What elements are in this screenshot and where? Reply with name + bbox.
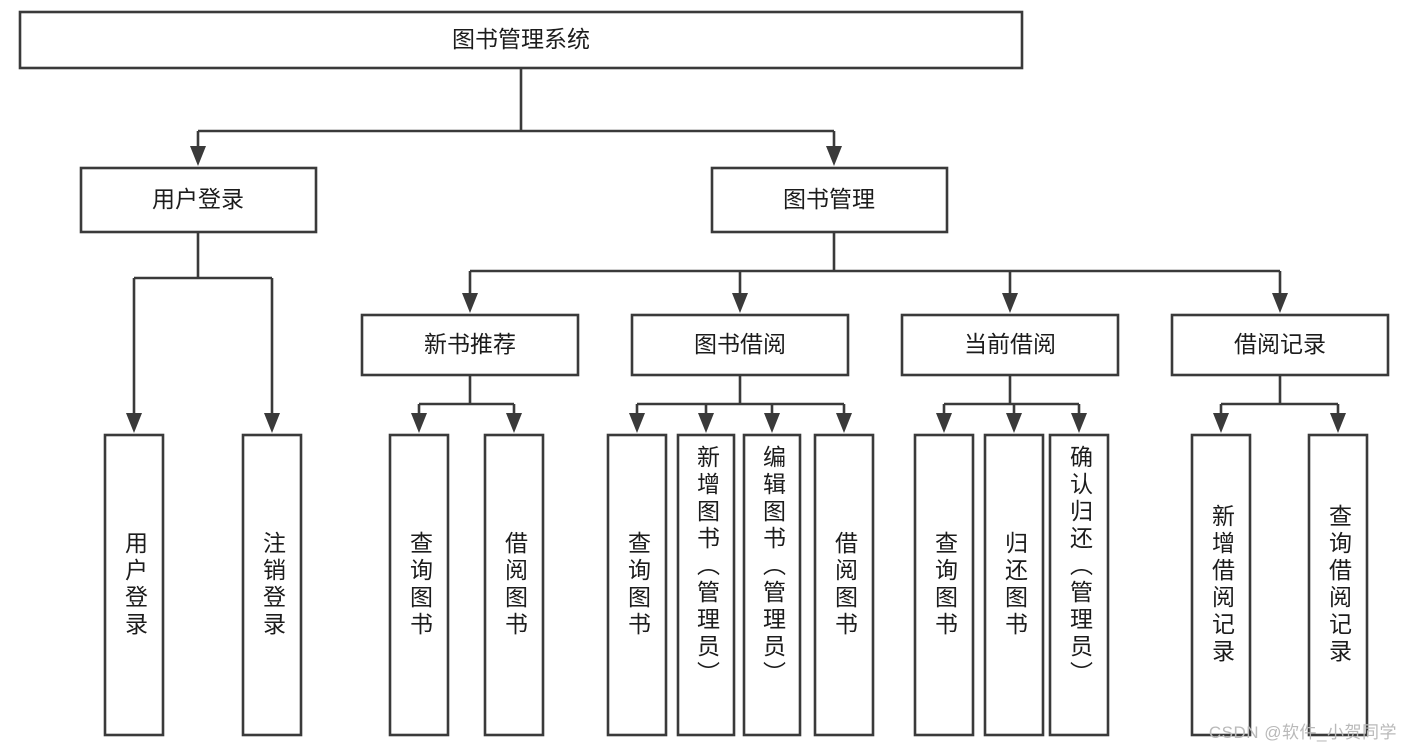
node-layer: 图书管理系统 用户登录 图书管理 新书推荐 图书借阅 当前借阅 借阅记录 <box>18 10 1390 737</box>
arrowhead-leaf-3 <box>411 413 427 433</box>
node-borrow-record-label: 借阅记录 <box>1234 331 1326 357</box>
arrowhead-leaf-8 <box>836 413 852 433</box>
arrowhead-leaf-6 <box>698 413 714 433</box>
node-current-borrow-label: 当前借阅 <box>964 331 1056 357</box>
arrowhead-leaf-7 <box>764 413 780 433</box>
node-user-login[interactable] <box>79 166 318 234</box>
node-book-borrow[interactable] <box>630 313 850 377</box>
arrowhead-leaf-9 <box>936 413 952 433</box>
leaf-box-9[interactable] <box>913 433 975 737</box>
node-book-management[interactable] <box>710 166 949 234</box>
arrowhead-leaf-4 <box>506 413 522 433</box>
arrowhead-leaf-10 <box>1006 413 1022 433</box>
node-book-borrow-label: 图书借阅 <box>694 331 786 357</box>
leaf-box-3[interactable] <box>388 433 450 737</box>
leaf-box-2[interactable] <box>241 433 303 737</box>
watermark-text: CSDN @软件_小贺同学 <box>1208 723 1397 742</box>
node-new-book-recommend-label: 新书推荐 <box>424 331 516 357</box>
leaf-box-10[interactable] <box>983 433 1045 737</box>
leaf-box-11[interactable] <box>1048 433 1110 737</box>
node-new-book-recommend[interactable] <box>360 313 580 377</box>
connector-layer <box>126 69 1346 433</box>
leaf-box-12[interactable] <box>1190 433 1252 737</box>
node-user-login-label: 用户登录 <box>152 186 244 212</box>
node-borrow-record[interactable] <box>1170 313 1390 377</box>
arrowhead-user-login <box>190 146 206 166</box>
node-current-borrow[interactable] <box>900 313 1120 377</box>
arrowhead-leaf-1 <box>126 413 142 433</box>
arrowhead-leaf-2 <box>264 413 280 433</box>
arrowhead-leaf-5 <box>629 413 645 433</box>
arrowhead-book-mgmt <box>826 146 842 166</box>
node-book-management-label: 图书管理 <box>783 186 875 212</box>
arrowhead-leaf-12 <box>1213 413 1229 433</box>
leaf-box-6[interactable] <box>676 433 736 737</box>
node-root[interactable] <box>18 10 1024 70</box>
leaf-box-8[interactable] <box>813 433 875 737</box>
node-root-label: 图书管理系统 <box>452 26 590 52</box>
leaf-box-7[interactable] <box>742 433 802 737</box>
leaf-box-1[interactable] <box>103 433 165 737</box>
leaf-box-4[interactable] <box>483 433 545 737</box>
arrowhead-current-borrow <box>1002 293 1018 313</box>
arrowhead-new-book-rec <box>462 293 478 313</box>
arrowhead-leaf-11 <box>1071 413 1087 433</box>
arrowhead-book-borrow <box>732 293 748 313</box>
arrowhead-leaf-13 <box>1330 413 1346 433</box>
leaf-box-13[interactable] <box>1307 433 1369 737</box>
arrowhead-borrow-record <box>1272 293 1288 313</box>
leaf-box-5[interactable] <box>606 433 668 737</box>
